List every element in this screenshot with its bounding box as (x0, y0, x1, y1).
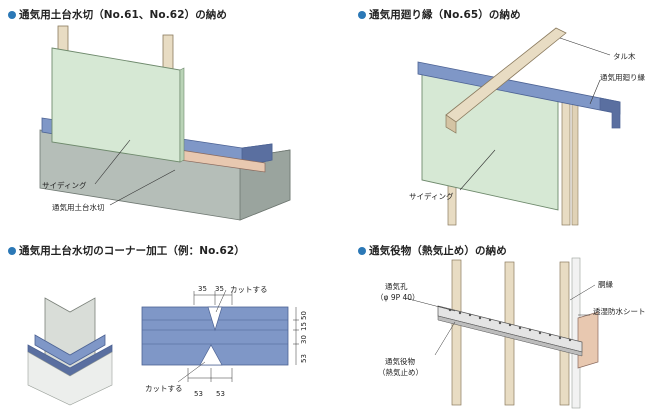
bullet-icon (8, 246, 16, 255)
title-top-right: 通気用廻り縁（No.65）の納め (358, 7, 521, 22)
vent-piece-lip (437, 315, 583, 357)
label-vent-hole: 通気孔 (385, 282, 408, 291)
dim-side-2: 15 (300, 322, 308, 331)
leader-line (589, 79, 601, 105)
label-cut-bottom: カットする (145, 384, 183, 393)
dim-side-4: 53 (300, 354, 308, 363)
leader-line (569, 284, 596, 301)
title-bottom-right: 通気役物（熱気止め）の納め (358, 243, 507, 258)
leader-line (109, 169, 176, 206)
leader-line (215, 289, 227, 313)
leader-line (94, 139, 131, 185)
block (577, 311, 599, 369)
cut-notch-top (207, 306, 223, 332)
dim-top-1: 35 (198, 285, 207, 293)
label-vent-molding: 通気用廻り縁 (600, 73, 645, 82)
leader-line (404, 297, 456, 312)
title-bottom-left: 通気用土台水切のコーナー加工（例：No.62） (8, 243, 245, 258)
dim-bottom-1: 53 (194, 390, 203, 398)
label-rafter: タル木 (613, 52, 636, 61)
bullet-icon (358, 246, 366, 255)
dim-side-3: 30 (300, 335, 308, 344)
vent-molding-end (599, 97, 621, 129)
corner-base (27, 351, 113, 406)
bottom-right-drawing (404, 257, 599, 409)
dim-bottom-2: 53 (216, 390, 225, 398)
title-bottom-left-text: 通気用土台水切のコーナー加工（例：No.62） (19, 245, 245, 257)
stud (559, 261, 570, 406)
bullet-icon (358, 10, 366, 19)
bottom-left-blank-drawing (141, 289, 299, 383)
label-sill-flashing: 通気用土台水切 (52, 203, 105, 212)
bullet-icon (8, 10, 16, 19)
label-cut-top: カットする (230, 285, 268, 294)
title-top-right-text: 通気用廻り縁（No.65）の納め (369, 9, 521, 21)
label-vent-piece: 通気役物 (385, 357, 415, 366)
siding-edge (179, 67, 185, 163)
leader-line (459, 149, 496, 191)
label-siding-top-right: サイディング (409, 192, 454, 201)
cut-notch-bottom (199, 344, 223, 366)
bottom-left-corner-drawing (27, 297, 113, 406)
title-top-left-text: 通気用土台水切（No.61、No.62）の納め (19, 9, 228, 21)
stud (571, 94, 579, 226)
leader-line (434, 321, 456, 356)
vent-holes (448, 308, 572, 342)
leader-line (177, 361, 206, 383)
corner-flashing (34, 334, 106, 366)
top-left-drawing (39, 25, 291, 221)
top-right-drawing (417, 27, 621, 226)
dim-side-1: 50 (300, 311, 308, 320)
label-membrane: 透湿防水シート (593, 307, 646, 316)
leader-line (559, 37, 611, 56)
title-bottom-right-text: 通気役物（熱気止め）の納め (369, 245, 507, 257)
label-heat-stop: （熱気止め） (378, 368, 423, 377)
dim-top-2: 35 (215, 285, 224, 293)
label-siding-top-left: サイディング (42, 181, 87, 190)
label-furring: 胴縁 (598, 280, 613, 289)
title-top-left: 通気用土台水切（No.61、No.62）の納め (8, 7, 227, 22)
rafter-end (445, 114, 457, 134)
label-vent-spec: （φ 9P 40） (376, 293, 420, 302)
siding-panel (51, 47, 181, 163)
stud (451, 259, 462, 406)
stud (561, 94, 571, 226)
